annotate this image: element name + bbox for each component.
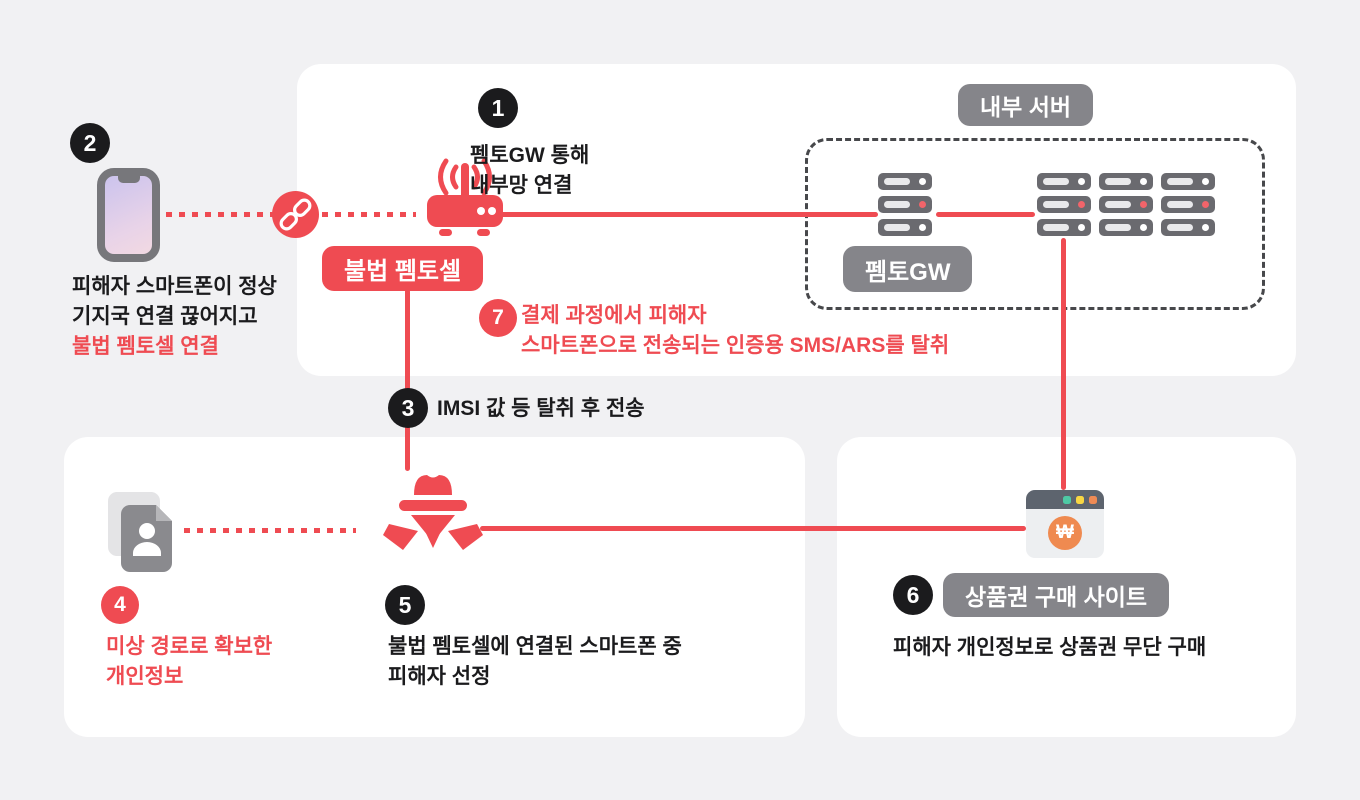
step-7-line-1: 결제 과정에서 피해자 [521, 304, 707, 327]
link-icon [272, 191, 319, 238]
server-unit [878, 173, 932, 190]
server-rack-femtogw [878, 173, 932, 236]
step-3-number: 3 [388, 388, 428, 428]
internal-server-boundary [805, 138, 1265, 310]
step-4-line-2: 개인정보 [106, 665, 184, 688]
won-symbol: ₩ [1056, 522, 1074, 543]
step-4-number: 4 [101, 586, 139, 624]
gift-site-badge: 상품권 구매 사이트 [943, 573, 1170, 617]
server-unit [1161, 219, 1215, 236]
step-2-line-1: 피해자 스마트폰이 정상 [72, 275, 277, 298]
server-unit-active [1161, 196, 1215, 213]
server-rack-1 [1037, 173, 1091, 236]
internal-server-badge: 내부 서버 [958, 84, 1094, 126]
browser-dot-orange-icon [1089, 495, 1097, 504]
connector-docs-to-hacker-dotted [184, 528, 356, 533]
step-7-text: 결제 과정에서 피해자 스마트폰으로 전송되는 인증용 SMS/ARS를 탈취 [521, 301, 949, 361]
server-rack-2 [1099, 173, 1153, 236]
won-coin-icon: ₩ [1048, 516, 1082, 550]
step-6-text: 피해자 개인정보로 상품권 무단 구매 [893, 633, 1206, 663]
connector-hacker-to-giftsite [480, 526, 1026, 531]
hacker-spy-icon [383, 475, 483, 550]
server-unit-active [1037, 196, 1091, 213]
server-unit-active [1099, 196, 1153, 213]
connector-femtocell-to-gw [500, 212, 878, 217]
phone-notch [117, 175, 140, 183]
step-7-number: 7 [479, 299, 517, 337]
step-5-line-1: 불법 펨토셀에 연결된 스마트폰 중 [388, 635, 682, 658]
browser-titlebar [1026, 490, 1104, 509]
step-1-number: 1 [478, 88, 518, 128]
step-6-line-1: 피해자 개인정보로 상품권 무단 구매 [893, 636, 1207, 659]
step-2-text: 피해자 스마트폰이 정상 기지국 연결 끊어지고 불법 펨토셀 연결 [72, 272, 277, 362]
step-5-line-2: 피해자 선정 [388, 665, 491, 688]
step-7-line-2: 스마트폰으로 전송되는 인증용 SMS/ARS를 탈취 [521, 334, 950, 357]
step-5-text: 불법 펨토셀에 연결된 스마트폰 중 피해자 선정 [388, 632, 682, 692]
step-4-text: 미상 경로로 확보한 개인정보 [106, 632, 272, 692]
illegal-femtocell-badge: 불법 펨토셀 [322, 246, 484, 291]
connector-server-to-giftsite [1061, 238, 1066, 490]
step-2-line-3: 불법 펨토셀 연결 [72, 335, 219, 358]
step-2-number: 2 [70, 123, 110, 163]
server-unit-active [878, 196, 932, 213]
victim-smartphone-icon [97, 168, 160, 262]
server-unit [1037, 219, 1091, 236]
connector-femtocell-to-hacker [405, 289, 410, 471]
connector-gw-to-servers [936, 212, 1035, 217]
server-rack-3 [1161, 173, 1215, 236]
server-unit [1037, 173, 1091, 190]
server-unit [1161, 173, 1215, 190]
step-4-line-1: 미상 경로로 확보한 [106, 635, 273, 658]
step-6-number: 6 [893, 575, 933, 615]
browser-dot-yellow-icon [1076, 495, 1084, 504]
server-unit [878, 219, 932, 236]
step-1-line-2: 내부망 연결 [470, 174, 573, 197]
step-1-text: 펨토GW 통해 내부망 연결 [470, 141, 589, 201]
femtocell-router-icon [427, 158, 503, 236]
server-unit [1099, 219, 1153, 236]
step-1-line-1: 펨토GW 통해 [470, 144, 590, 167]
step-3-text: IMSI 값 등 탈취 후 전송 [437, 394, 645, 424]
femto-gw-badge: 펨토GW [843, 246, 973, 292]
browser-dot-green-icon [1063, 495, 1071, 504]
server-unit [1099, 173, 1153, 190]
personal-info-documents-icon [108, 492, 172, 572]
step-2-line-2: 기지국 연결 끊어지고 [72, 305, 258, 328]
step-3-line-1: IMSI 값 등 탈취 후 전송 [437, 397, 645, 420]
gift-site-browser-icon: ₩ [1026, 490, 1104, 558]
step-5-number: 5 [385, 585, 425, 625]
